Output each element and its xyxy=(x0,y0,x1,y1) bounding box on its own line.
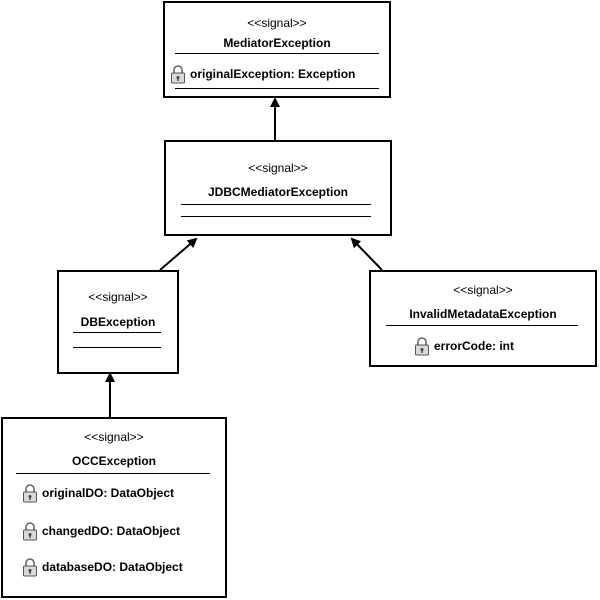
class-occ-exception[interactable]: <<signal>> OCCException originalDO: Data… xyxy=(1,417,227,598)
name-separator xyxy=(181,204,371,205)
class-name: MediatorException xyxy=(223,36,331,50)
attribute-row: errorCode: int xyxy=(414,336,514,356)
class-db-exception[interactable]: <<signal>> DBException xyxy=(57,270,179,374)
class-name: InvalidMetadataException xyxy=(409,307,557,321)
class-name: JDBCMediatorException xyxy=(207,185,349,199)
arrow-db-to-jdbc xyxy=(159,237,198,271)
name-separator xyxy=(175,53,379,54)
attribute-separator xyxy=(175,88,379,89)
attribute-row: changedDO: DataObject xyxy=(22,521,180,541)
attribute-row: databaseDO: DataObject xyxy=(22,557,183,577)
attribute-label: changedDO: DataObject xyxy=(42,524,181,538)
attribute-row: originalException: Exception xyxy=(170,64,355,84)
stereotype-label: <<signal>> xyxy=(247,16,307,30)
attribute-label: errorCode: int xyxy=(434,339,515,353)
stereotype-label: <<signal>> xyxy=(453,283,513,297)
arrow-invalid-to-jdbc xyxy=(350,237,383,271)
lock-icon xyxy=(171,65,185,84)
attribute-label: originalException: Exception xyxy=(190,67,356,81)
class-mediator-exception[interactable]: <<signal>> MediatorException originalExc… xyxy=(163,1,391,98)
stereotype-label: <<signal>> xyxy=(248,161,308,175)
lock-icon xyxy=(415,337,429,356)
lock-icon xyxy=(23,558,37,577)
name-separator xyxy=(386,325,578,326)
attribute-row: originalDO: DataObject xyxy=(22,483,174,503)
attribute-label: originalDO: DataObject xyxy=(42,486,175,500)
class-invalid-metadata-exception[interactable]: <<signal>> InvalidMetadataException erro… xyxy=(369,270,597,367)
lock-icon xyxy=(23,522,37,541)
name-separator xyxy=(73,332,161,333)
attribute-label: databaseDO: DataObject xyxy=(42,560,183,574)
attribute-separator xyxy=(73,347,161,348)
attribute-separator xyxy=(181,216,371,217)
class-name: DBException xyxy=(80,315,156,329)
name-separator xyxy=(16,473,210,474)
class-jdbc-mediator-exception[interactable]: <<signal>> JDBCMediatorException xyxy=(164,140,392,236)
class-name: OCCException xyxy=(71,454,156,468)
lock-icon xyxy=(23,484,37,503)
stereotype-label: <<signal>> xyxy=(88,290,148,304)
stereotype-label: <<signal>> xyxy=(84,430,144,444)
